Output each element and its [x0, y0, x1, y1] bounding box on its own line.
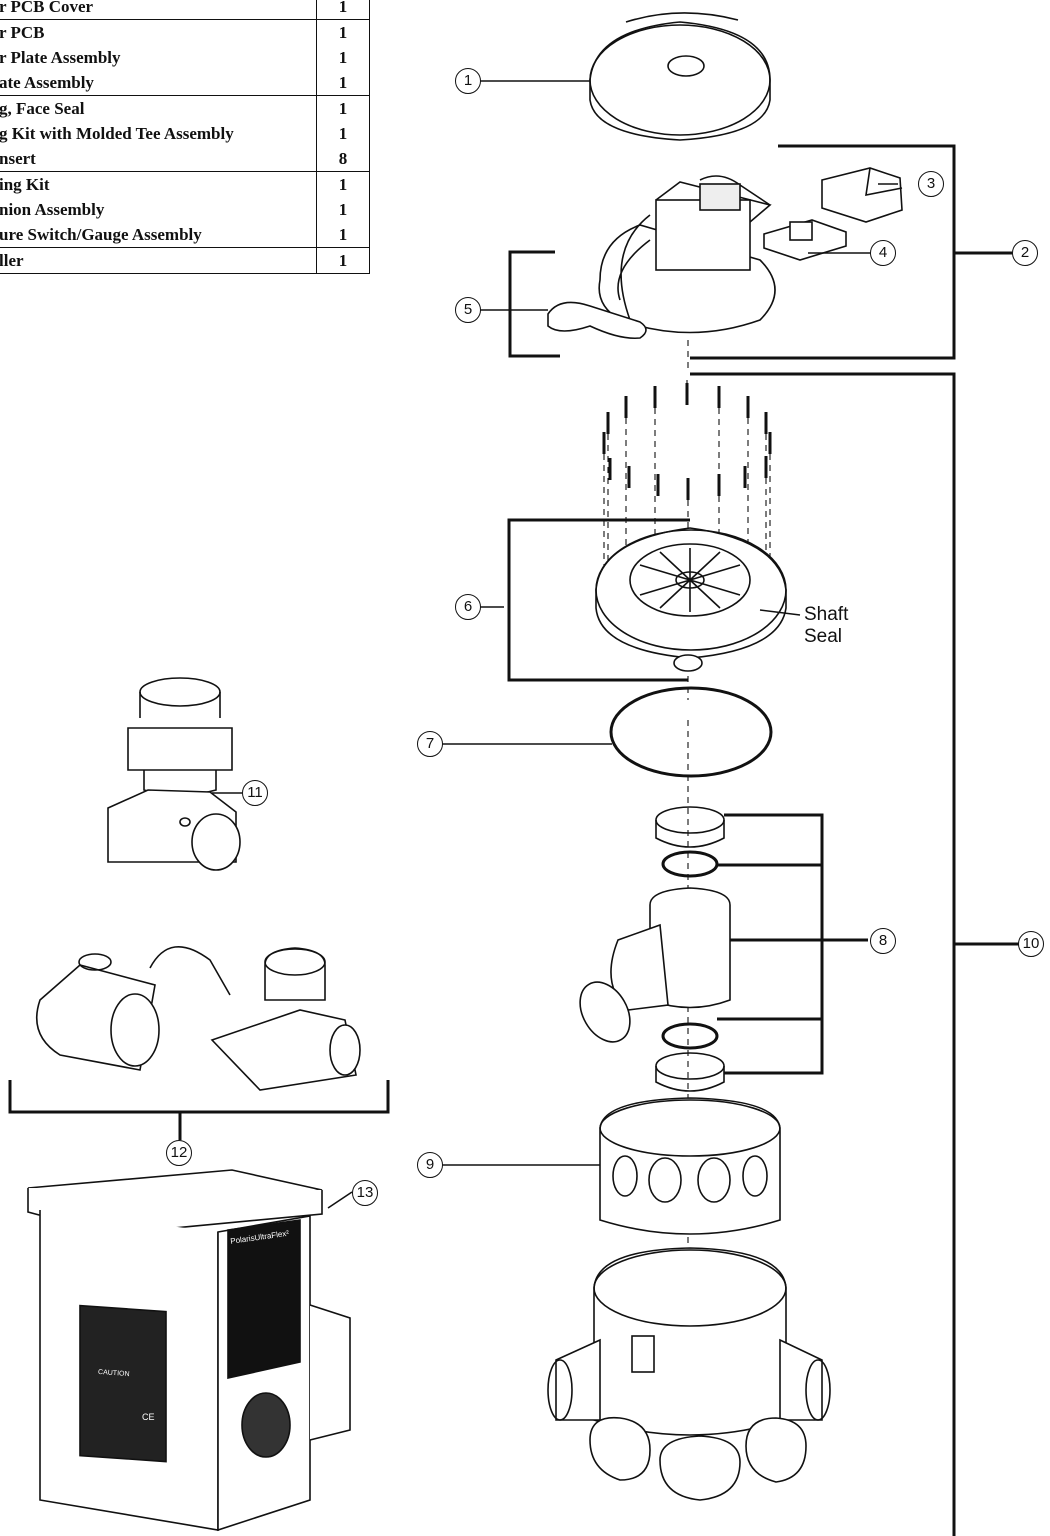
part-description: ing Kit: [0, 171, 317, 197]
callout-7: 7: [417, 731, 443, 757]
valve-plate-part: [595, 527, 787, 672]
shaft-seal-label-line2: Seal: [804, 626, 843, 647]
part-description: r PCB: [0, 19, 317, 45]
actuator-assembly-part: [598, 175, 776, 334]
part-quantity: 1: [316, 121, 370, 146]
callout-8: 8: [870, 928, 896, 954]
callout-3: 3: [918, 171, 944, 197]
controller-ce-mark: CE: [142, 1412, 155, 1422]
cover-lid-part: [589, 12, 771, 141]
part-description: nion Assembly: [0, 199, 105, 219]
callout-2: 2: [1012, 240, 1038, 266]
valve-body-part: [547, 1247, 831, 1501]
parts-table-row: ate Assembly 1: [0, 70, 370, 96]
controller-box-part: [27, 1169, 351, 1532]
parts-table-row: r PCB Cover 1: [0, 0, 370, 20]
part-quantity: 1: [316, 222, 370, 248]
molded-tee-kit-part: [579, 806, 731, 1092]
plumbing-kit-part: [36, 946, 361, 1091]
shaft-seal-label-line1: Shaft: [804, 604, 849, 625]
molded-tee-assembly-part: [107, 677, 241, 871]
part-quantity: 1: [316, 95, 370, 121]
parts-table-row: nion Assembly 1: [0, 197, 370, 222]
callout-10: 10: [1018, 931, 1044, 957]
callout-5: 5: [455, 297, 481, 323]
part-quantity: 1: [316, 19, 370, 45]
cam-lever-part: [547, 301, 647, 340]
callout-12: 12: [166, 1140, 192, 1166]
part-description: nsert: [0, 148, 36, 168]
callout-11: 11: [242, 780, 268, 806]
callout-9: 9: [417, 1152, 443, 1178]
part-description: g Kit with Molded Tee Assembly: [0, 123, 234, 143]
callout-6: 6: [455, 594, 481, 620]
part-description: ller: [0, 247, 317, 274]
parts-table-row: ure Switch/Gauge Assembly 1: [0, 222, 370, 248]
sleeve-part: [599, 1097, 781, 1235]
part-description: r PCB Cover: [0, 0, 94, 16]
part-quantity: 1: [316, 45, 370, 70]
part-quantity: 1: [316, 0, 370, 20]
part-quantity: 1: [316, 247, 370, 274]
parts-table-row: g Kit with Molded Tee Assembly 1: [0, 121, 370, 146]
part-quantity: 1: [316, 197, 370, 222]
part-description: g, Face Seal: [0, 95, 317, 121]
part-quantity: 1: [316, 171, 370, 197]
part-description: r Plate Assembly: [0, 47, 121, 67]
part-quantity: 8: [316, 146, 370, 172]
pcb-part: [763, 219, 847, 261]
shaft-seal-label: Shaft Seal: [804, 604, 848, 648]
callout-1: 1: [455, 68, 481, 94]
parts-table-row: r Plate Assembly 1: [0, 45, 370, 70]
part-description: ate Assembly: [0, 72, 94, 92]
part-description: ure Switch/Gauge Assembly: [0, 224, 202, 244]
callout-4: 4: [870, 240, 896, 266]
part-quantity: 1: [316, 70, 370, 96]
parts-table-row: nsert 8: [0, 146, 370, 172]
pcb-cover-part: [821, 167, 903, 223]
callout-13: 13: [352, 1180, 378, 1206]
face-seal-o-ring-part: [609, 686, 773, 778]
